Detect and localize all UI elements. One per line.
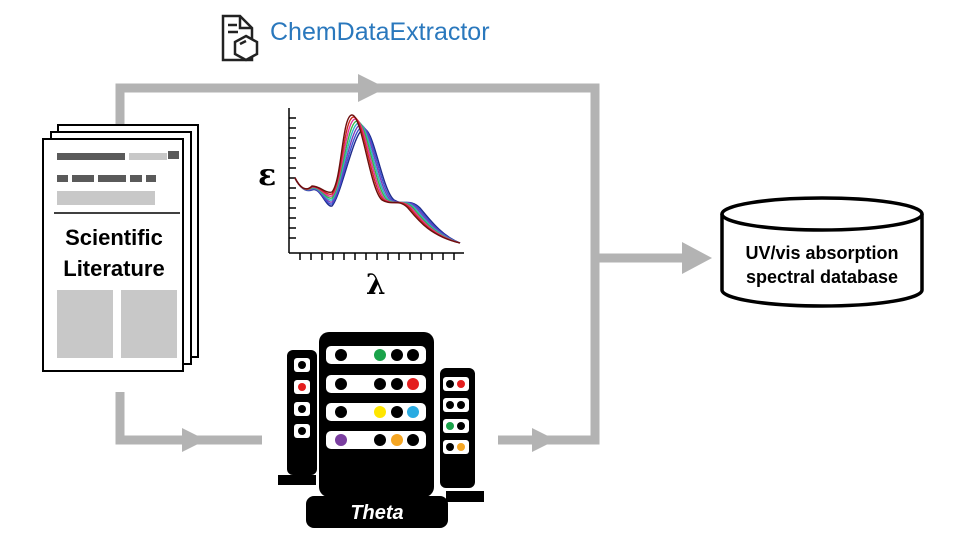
literature-label-line2: Literature (63, 256, 165, 281)
database-label-line2: spectral database (745, 267, 899, 287)
literature-stack (42, 124, 199, 372)
theta-nameplate (306, 496, 448, 528)
top-flow-line (115, 83, 600, 445)
arrow-heads (182, 74, 712, 452)
arrowhead-database (682, 242, 712, 274)
database-cylinder (720, 196, 924, 308)
theta-label: Theta (350, 502, 404, 524)
bottom-flow-line (115, 392, 262, 445)
spectrum-curves (294, 114, 461, 244)
arrowhead-out-theta (532, 428, 556, 452)
spectrum-curve (294, 114, 461, 244)
chemdataextractor-title: ChemDataExtractor (270, 18, 490, 46)
arrowhead-bottom (182, 428, 206, 452)
literature-label: Scientific Literature (48, 222, 180, 284)
arrowhead-top (358, 74, 386, 102)
epsilon-axis-label: ε (258, 158, 277, 193)
x-axis (289, 252, 464, 260)
database-label-line1: UV/vis absorption (745, 243, 899, 263)
document-benzene-icon (221, 14, 259, 62)
theta-supercomputer (278, 332, 484, 528)
literature-label-line1: Scientific (65, 225, 163, 250)
spectrum-plot (288, 108, 464, 260)
lambda-axis-label: λ (366, 268, 386, 301)
flow-arrows (115, 83, 690, 445)
database-label: UV/vis absorption spectral database (722, 241, 922, 289)
y-axis (288, 108, 296, 253)
